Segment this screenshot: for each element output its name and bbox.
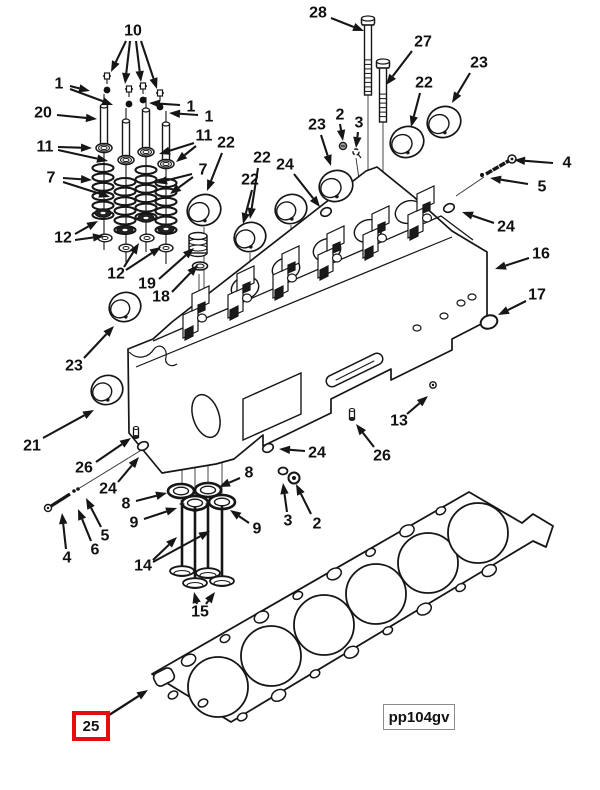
callout-label-1: 1: [187, 99, 196, 116]
callout-label-2: 2: [313, 516, 322, 533]
callout-label-26: 26: [373, 448, 391, 465]
callout-label-22: 22: [241, 172, 259, 189]
callout-label-22: 22: [217, 135, 235, 152]
callout-label-24: 24: [276, 157, 294, 174]
callout-label-10: 10: [124, 23, 142, 40]
callout-label-11: 11: [37, 139, 54, 156]
callout-label-11: 11: [196, 128, 213, 145]
callout-label-16: 16: [532, 246, 550, 263]
cylinder-head-body: [127, 166, 488, 474]
callout-label-20: 20: [34, 105, 52, 122]
callout-label-23: 23: [308, 117, 326, 134]
callout-label-3: 3: [355, 115, 364, 132]
callout-label-26: 26: [75, 460, 93, 477]
callout-label-28: 28: [309, 5, 327, 22]
callout-label-8: 8: [245, 465, 254, 482]
callout-label-5: 5: [101, 528, 110, 545]
callout-label-15: 15: [191, 604, 209, 621]
callout-label-18: 18: [152, 289, 170, 306]
callout-label-14: 14: [134, 558, 152, 575]
highlight-box-25[interactable]: 25: [72, 711, 110, 741]
part-code-box: pp104gv: [383, 704, 455, 730]
callout-label-22: 22: [253, 150, 271, 167]
callout-label-8: 8: [122, 496, 131, 513]
loose-parts: [43, 15, 517, 590]
head-gasket: [151, 491, 554, 723]
callout-label-12: 12: [54, 230, 72, 247]
callout-label-5: 5: [538, 179, 547, 196]
callout-label-9: 9: [130, 515, 139, 532]
callout-label-23: 23: [470, 55, 488, 72]
callout-label-7: 7: [47, 170, 56, 187]
callout-label-6: 6: [91, 542, 100, 559]
callout-label-23: 23: [65, 358, 83, 375]
callout-label-27: 27: [414, 34, 432, 51]
callout-label-4: 4: [563, 155, 572, 172]
callout-label-1: 1: [205, 109, 214, 126]
callout-label-24: 24: [99, 481, 117, 498]
callout-label-7: 7: [199, 162, 208, 179]
highlight-arrow: [105, 690, 148, 718]
callout-label-1: 1: [55, 76, 64, 93]
callout-label-24: 24: [308, 445, 326, 462]
callout-label-13: 13: [390, 413, 408, 430]
callout-label-24: 24: [497, 219, 515, 236]
callout-label-22: 22: [415, 75, 433, 92]
callout-label-2: 2: [336, 107, 345, 124]
callout-label-19: 19: [138, 276, 156, 293]
callout-label-9: 9: [253, 521, 262, 538]
callout-label-12: 12: [107, 266, 125, 283]
callout-label-3: 3: [284, 513, 293, 530]
callout-label-21: 21: [23, 438, 41, 455]
callout-label-17: 17: [528, 287, 546, 304]
callout-label-4: 4: [63, 550, 72, 567]
